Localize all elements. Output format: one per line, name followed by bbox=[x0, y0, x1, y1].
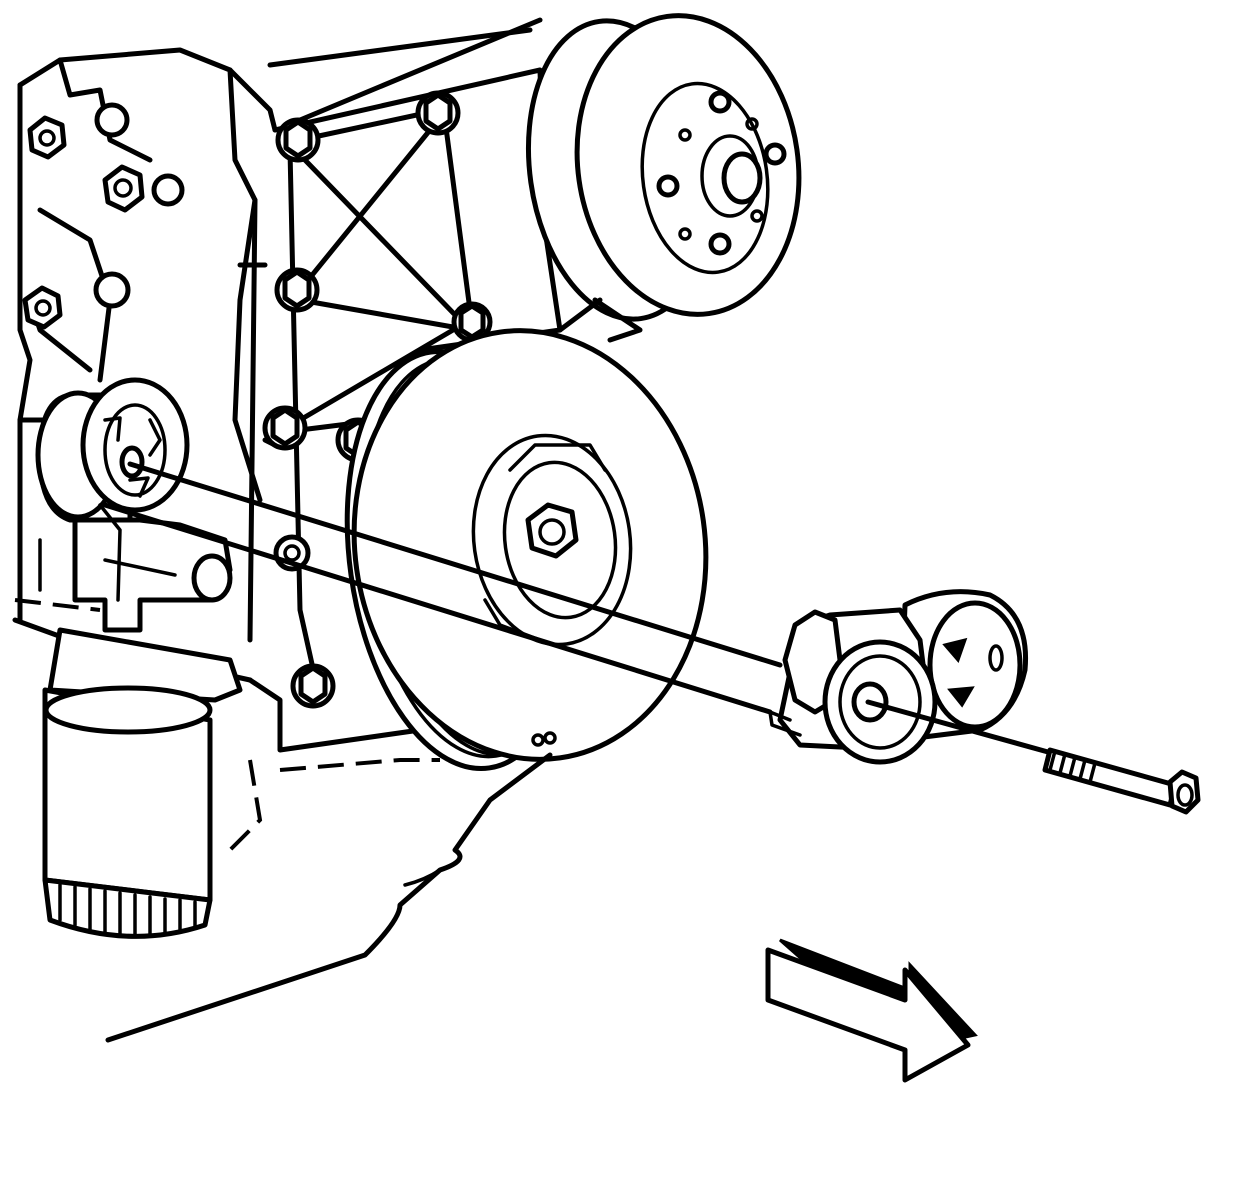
bolt-head-icon bbox=[290, 663, 336, 709]
alignment-lines bbox=[102, 461, 1051, 755]
drive-belt-tensioner bbox=[768, 589, 1029, 765]
bolt-head-icon bbox=[27, 115, 67, 160]
idler-pulley bbox=[35, 377, 190, 523]
bracket-bolts bbox=[22, 102, 185, 330]
bolt-head-icon bbox=[22, 285, 63, 330]
bolt-head-icon bbox=[275, 117, 321, 163]
leader-line bbox=[105, 752, 553, 1043]
cover-bolts bbox=[262, 90, 493, 709]
bolt-head-icon bbox=[415, 90, 461, 136]
water-pump-pulley bbox=[525, 13, 802, 343]
crankshaft-balancer bbox=[344, 328, 709, 772]
bolt-head-icon bbox=[102, 164, 145, 213]
view-direction-arrow bbox=[765, 938, 978, 1083]
tensioner-bolt bbox=[1042, 747, 1201, 815]
oil-filter bbox=[38, 503, 243, 939]
bolt-head-icon bbox=[262, 405, 308, 451]
bolt-head-icon bbox=[274, 267, 320, 313]
